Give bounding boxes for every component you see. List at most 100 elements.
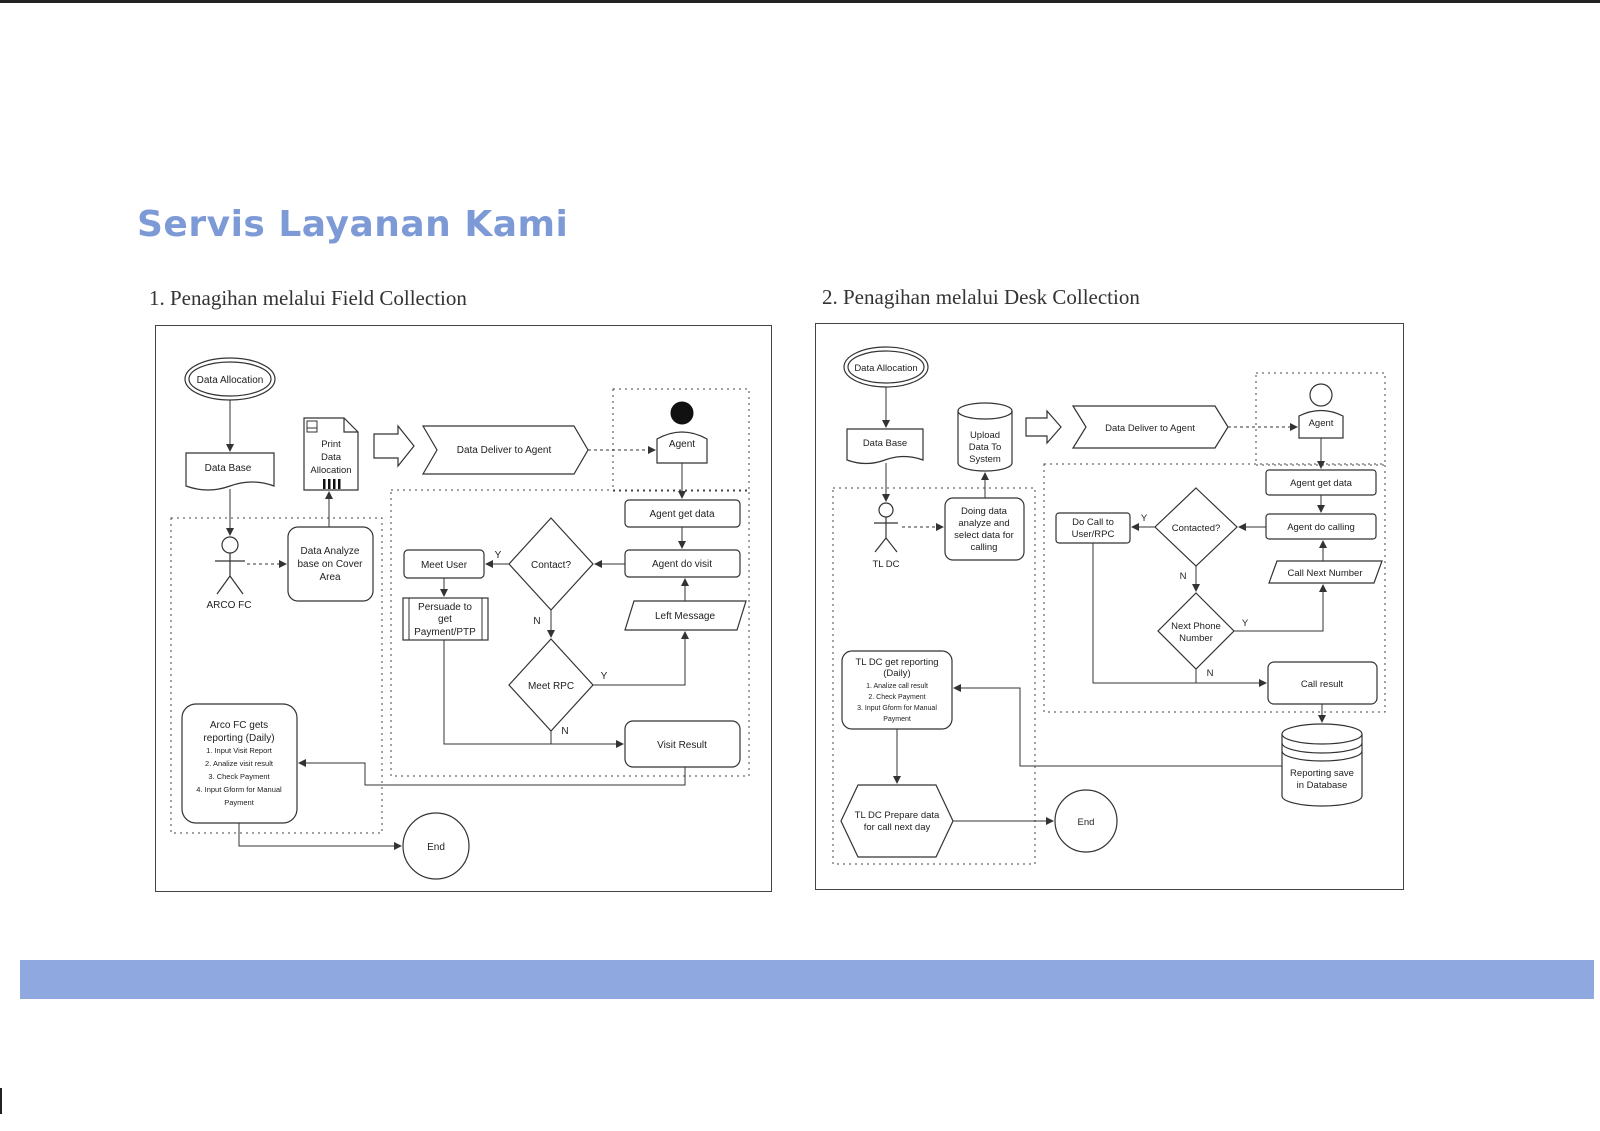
do-call-label-2: User/RPC — [1072, 529, 1115, 540]
desk-flowchart-svg: Data Allocation Data Base Upload Data To… — [832, 346, 1386, 865]
upload-label-3: System — [969, 454, 1001, 465]
persuade-label-2: get — [438, 614, 452, 625]
upload-cylinder-top — [957, 402, 1013, 420]
reporting-item-5: Payment — [224, 798, 255, 807]
data-analyze-node — [287, 526, 374, 602]
agent-label: Agent — [669, 439, 695, 450]
doc-fold — [343, 418, 358, 433]
top-border — [0, 0, 1600, 3]
report-item-1: 1. Analize call result — [866, 683, 928, 690]
persuade-label-1: Persuade to — [418, 602, 472, 613]
data-base-node — [846, 428, 924, 465]
report-item-3: 3. Input Gform for Manual — [857, 705, 937, 712]
report-item-4: Payment — [883, 716, 911, 723]
reporting-label-1: Arco FC gets — [210, 720, 268, 731]
visit-result-node — [624, 720, 741, 768]
doing-label-4: calling — [971, 542, 998, 553]
upload-label-1: Upload — [970, 430, 1000, 441]
end-label: End — [427, 842, 445, 853]
doing-label-3: select data for — [954, 530, 1014, 541]
reporting-label-2: reporting (Daily) — [203, 733, 274, 744]
upload-label-2: Data To — [969, 442, 1002, 453]
agent-label: Agent — [1309, 418, 1334, 429]
end-node — [1054, 789, 1118, 853]
visit-result-label: Visit Result — [657, 740, 707, 751]
saved-label-1: Reporting save — [1290, 768, 1354, 779]
next-phone-label-2: Number — [1179, 633, 1213, 644]
reporting-item-4: 4. Input Gform for Manual — [196, 785, 282, 794]
arco-fc-stick-figure-icon — [215, 536, 245, 595]
report-label-1: TL DC get reporting — [855, 657, 938, 668]
prepare-label-2: for call next day — [864, 822, 931, 833]
edge-mark — [0, 1088, 2, 1114]
big-arrow — [1025, 409, 1062, 445]
page-title: Servis Layanan Kami — [137, 204, 569, 245]
next-phone-label-1: Next Phone — [1171, 621, 1221, 632]
footer-band — [20, 960, 1594, 999]
next-phone-no-label: N — [1207, 668, 1214, 679]
doing-label-1: Doing data — [961, 506, 1008, 517]
agent-do-visit-label: Agent do visit — [652, 559, 712, 570]
barcode-icon — [323, 479, 341, 489]
deliver-label: Data Deliver to Agent — [1105, 423, 1195, 434]
desk-collection-flowchart: Data Allocation Data Base Upload Data To… — [815, 323, 1404, 890]
contact-label: Contact? — [531, 560, 571, 571]
call-next-number-node — [1268, 560, 1383, 584]
data-allocation-inner — [847, 350, 925, 384]
meet-user-label: Meet User — [421, 560, 468, 571]
db-cylinder-top — [1281, 723, 1363, 745]
db-ring-1 — [1281, 742, 1363, 754]
call-result-label: Call result — [1301, 679, 1344, 690]
contact-no-label: N — [533, 616, 540, 627]
data-allocation-label: Data Allocation — [854, 363, 917, 374]
print-allocation-node — [303, 417, 359, 491]
next-phone-yes-label: Y — [1242, 618, 1249, 629]
rpc-yes-label: Y — [601, 671, 608, 682]
data-base-label: Data Base — [205, 463, 252, 474]
contacted-yes-label: Y — [1141, 513, 1148, 524]
analyze-label-3: Area — [319, 572, 341, 583]
field-flowchart-svg: Data Allocation Data Base Print Data All… — [170, 357, 750, 880]
tl-dc-prepare-node — [840, 784, 954, 858]
agent-get-data-label: Agent get data — [1290, 478, 1353, 489]
data-base-label: Data Base — [863, 438, 907, 449]
report-label-2: (Daily) — [883, 668, 910, 679]
tl-dc-stick-figure-icon — [874, 502, 898, 553]
persuade-node — [402, 597, 489, 641]
agent-do-calling-label: Agent do calling — [1287, 522, 1355, 533]
tl-dc-group — [832, 487, 1036, 865]
left-message-label: Left Message — [655, 611, 715, 622]
analyze-label-1: Data Analyze — [301, 546, 360, 557]
doing-label-2: analyze and — [958, 518, 1009, 529]
contacted-label: Contacted? — [1172, 523, 1221, 534]
agent-figure-icon — [656, 401, 708, 464]
analyze-label-2: base on Cover — [297, 559, 363, 570]
prepare-label-1: TL DC Prepare data — [855, 810, 940, 821]
call-next-number-label: Call Next Number — [1288, 568, 1363, 579]
data-base-node — [185, 452, 275, 491]
contacted-no-label: N — [1180, 571, 1187, 582]
print-label-1: Print — [321, 439, 341, 450]
meet-rpc-label: Meet RPC — [528, 681, 574, 692]
tl-dc-label: TL DC — [872, 559, 899, 570]
data-allocation-label: Data Allocation — [197, 375, 264, 386]
deliver-label: Data Deliver to Agent — [457, 445, 552, 456]
print-icon — [306, 420, 318, 433]
print-label-3: Allocation — [310, 465, 351, 476]
do-call-label-1: Do Call to — [1072, 517, 1114, 528]
left-message-node — [624, 600, 747, 631]
db-ring-2 — [1281, 750, 1363, 762]
upload-cylinder — [957, 411, 1013, 472]
reporting-item-3: 3. Check Payment — [208, 772, 270, 781]
saved-label-2: in Database — [1297, 780, 1348, 791]
desk-collection-subtitle: 2. Penagihan melalui Desk Collection — [822, 285, 1140, 309]
deliver-to-agent-node — [1071, 405, 1229, 449]
agent-top-group — [1255, 372, 1386, 466]
big-arrow — [373, 424, 415, 468]
agent-group — [390, 489, 750, 777]
contact-yes-label: Y — [495, 550, 502, 561]
reporting-item-1: 1. Input Visit Report — [206, 746, 273, 755]
arco-fc-label: ARCO FC — [207, 600, 252, 611]
end-label: End — [1078, 817, 1095, 828]
end-node — [402, 812, 470, 880]
